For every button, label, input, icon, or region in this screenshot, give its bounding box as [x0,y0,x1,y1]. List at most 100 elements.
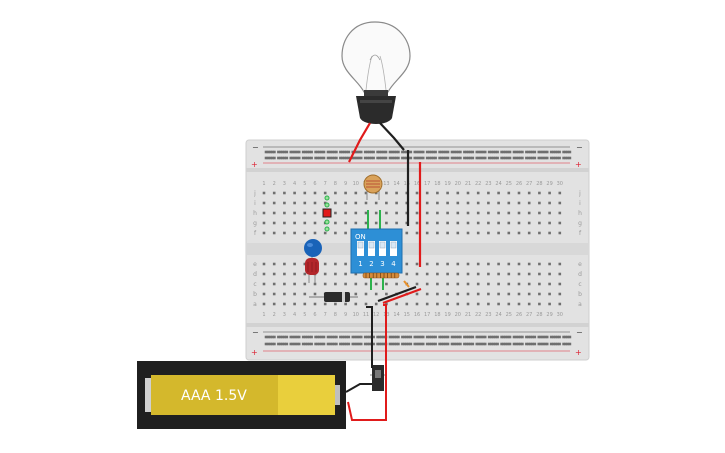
breadboard-hole [323,262,327,266]
breadboard-hole [368,342,371,346]
breadboard-hole [320,150,324,154]
dip-switch-slot[interactable] [390,241,397,256]
breadboard-hole [538,262,541,266]
breadboard-hole [303,292,307,296]
breadboard-hole [323,302,327,306]
breadboard-hole [487,201,490,205]
breadboard-hole [335,150,338,154]
breadboard-hole [549,150,553,154]
dip-switch-knob[interactable] [390,241,397,249]
breadboard-hole [476,302,480,306]
breadboard-hole [344,272,347,276]
breadboard-hole [303,201,307,205]
breadboard-hole [558,342,561,346]
led-red[interactable] [305,258,319,283]
dip-switch-number: 4 [391,260,396,268]
breadboard-hole [425,221,429,225]
column-number-label: 1 [262,181,265,187]
breadboard-hole [467,150,470,154]
breadboard-hole [359,156,363,160]
light-bulb[interactable] [341,21,411,124]
breadboard-hole [497,221,500,225]
breadboard-hole [397,342,400,346]
breadboard-hole [308,342,311,346]
breadboard-hole [533,335,537,339]
breadboard-hole [364,292,368,296]
column-number-label: 26 [516,181,522,187]
breadboard-hole [504,342,508,346]
breadboard-hole [341,156,344,160]
row-letter-label: g [578,220,582,227]
breadboard-hole [354,302,358,306]
breadboard-hole [425,211,429,215]
breadboard-hole [471,156,475,160]
breadboard-hole [425,292,429,296]
breadboard-hole [467,342,470,346]
dip-switch-slot[interactable] [357,241,364,256]
breadboard-hole [497,302,500,306]
breadboard-hole [479,342,483,346]
breadboard-hole [374,302,378,306]
battery-holder[interactable]: AAA 1.5V [137,361,346,429]
breadboard-hole [303,302,307,306]
breadboard-hole [297,150,301,154]
capacitor[interactable] [304,239,322,260]
breadboard-hole [283,211,286,215]
breadboard-hole [310,335,313,339]
breadboard-hole [279,150,282,154]
breadboard-hole [529,342,532,346]
breadboard-hole [413,156,417,160]
breadboard-hole [384,150,388,154]
breadboard-hole [490,342,493,346]
breadboard-hole [266,156,270,160]
breadboard-hole [364,302,368,306]
breadboard-hole [345,335,348,339]
breadboard-hole [339,156,342,160]
dip-switch-slot[interactable] [368,241,375,256]
breadboard-hole [457,342,460,346]
breadboard-hole [407,335,410,339]
breadboard-hole [497,231,500,235]
breadboard-hole [446,150,450,154]
breadboard-hole [334,211,337,215]
breadboard-hole [527,335,530,339]
breadboard-hole [456,282,460,286]
dip-switch-knob[interactable] [379,241,386,249]
breadboard-hole [323,201,327,205]
breadboard-hole [289,150,293,154]
breadboard-hole [357,335,361,339]
column-number-label: 7 [324,181,327,187]
breadboard-hole [446,342,450,346]
breadboard-hole [415,191,419,195]
dip-switch-slot[interactable] [379,241,386,256]
breadboard-hole [268,335,272,339]
breadboard-hole [419,156,423,160]
breadboard-hole [512,335,516,339]
dip-switch-knob[interactable] [357,241,364,249]
breadboard-hole [314,156,317,160]
breadboard-hole [326,150,330,154]
breadboard-hole [272,282,276,286]
breadboard-hole [527,292,531,296]
slide-switch[interactable] [370,365,386,391]
breadboard-hole [483,156,487,160]
breadboard-hole [304,150,307,154]
breadboard-hole [568,150,572,154]
photoresistor[interactable] [363,174,383,200]
dip-switch-knob[interactable] [368,241,375,249]
breadboard-hole [409,335,413,339]
breadboard-hole [538,221,541,225]
breadboard-hole [507,231,511,235]
breadboard-hole [492,342,495,346]
row-letter-label: a [253,301,257,308]
breadboard-hole [475,150,479,154]
wire-red-diagonal [382,287,422,305]
breadboard-hole [497,201,500,205]
breadboard-hole [293,302,296,306]
resistor[interactable] [362,272,400,279]
breadboard-hole [293,211,296,215]
breadboard-hole [279,156,282,160]
breadboard-hole [318,150,322,154]
diode[interactable] [309,292,358,302]
